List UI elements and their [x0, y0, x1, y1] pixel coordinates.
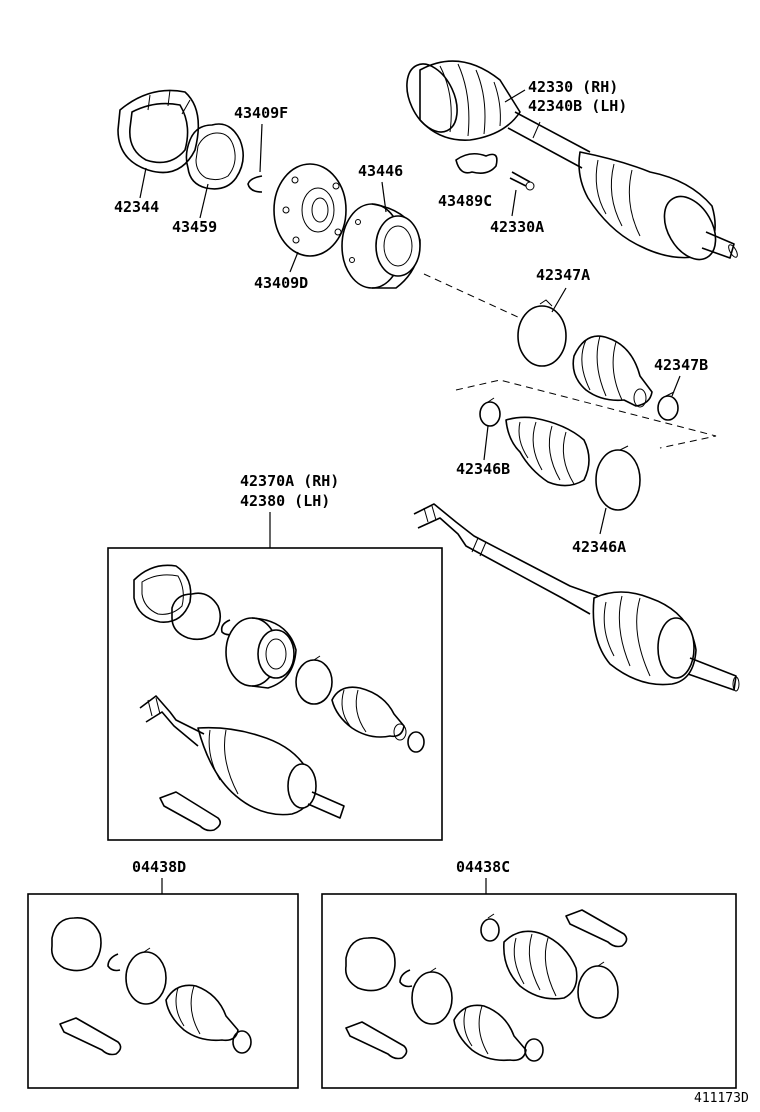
- kit-box-04438d: [27, 893, 299, 1089]
- label-42370a-rh: 42370A (RH): [240, 472, 339, 490]
- drive-shaft-assembly-upper: [406, 60, 738, 261]
- part-43489c-lock-plate: [455, 152, 498, 174]
- label-43446: 43446: [358, 162, 403, 180]
- label-43489c: 43489C: [438, 192, 492, 210]
- part-outer-boot-upper: [572, 335, 653, 408]
- part-42346b-small-band: [479, 397, 501, 427]
- label-42330a: 42330A: [490, 218, 544, 236]
- part-42347b-small-band: [657, 391, 679, 421]
- label-04438c: 04438C: [456, 858, 510, 876]
- kit-box-42370a: [107, 547, 443, 841]
- drive-shaft-long: [413, 503, 740, 692]
- label-42346a: 42346A: [572, 538, 626, 556]
- label-42344: 42344: [114, 198, 159, 216]
- part-42346a-band: [595, 445, 641, 511]
- label-42347a: 42347A: [536, 266, 590, 284]
- part-42330a-bolt: [509, 171, 535, 191]
- label-42346b: 42346B: [456, 460, 510, 478]
- kit-box-04438d-contents: [50, 917, 252, 1056]
- part-43459-gasket: [185, 123, 244, 190]
- kit-box-42370a-contents: [133, 564, 425, 832]
- label-04438d: 04438D: [132, 858, 186, 876]
- part-inner-boot: [505, 416, 590, 487]
- part-42344-cover: [117, 89, 200, 174]
- part-42347a-band: [517, 299, 567, 367]
- kit-box-04438c: [321, 893, 737, 1089]
- label-42340b-lh: 42340B (LH): [528, 97, 627, 115]
- part-43446-housing: [341, 203, 421, 289]
- label-42330-rh: 42330 (RH): [528, 78, 618, 96]
- part-43409d-flange: [273, 163, 347, 257]
- diagram-reference-number: 411173D: [694, 1091, 749, 1106]
- label-43459: 43459: [172, 218, 217, 236]
- label-43409f: 43409F: [234, 104, 288, 122]
- kit-box-04438c-contents: [344, 909, 628, 1062]
- label-42347b: 42347B: [654, 356, 708, 374]
- part-43409f-snap-ring: [247, 175, 263, 193]
- label-42380-lh: 42380 (LH): [240, 492, 330, 510]
- label-43409d: 43409D: [254, 274, 308, 292]
